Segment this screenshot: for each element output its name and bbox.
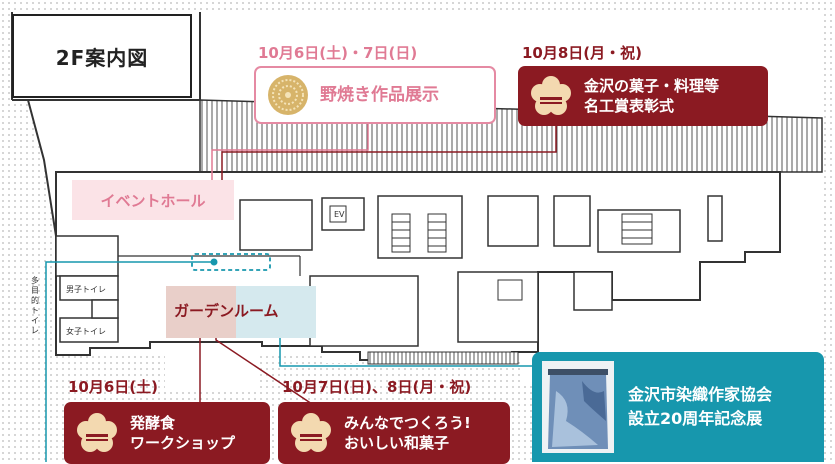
event-date-meikou: 10月8日(月・祝) [522,44,643,62]
garden-room-teal-area[interactable] [236,286,316,338]
mens-toilet-label: 男子トイレ [66,285,106,294]
event-hall-room[interactable]: イベントホール [72,180,234,220]
page-title-text: 2F案内図 [55,45,149,70]
event-title-hakkou: 発酵食 ワークショップ [130,413,235,453]
plum-blossom-icon [530,75,572,117]
leader-meikou [221,126,557,184]
garden-room-label: ガーデンルーム [174,302,279,320]
multi-toilet-label: 多目的トイレ [31,276,39,335]
event-card-hakkou[interactable]: 発酵食 ワークショップ [64,402,270,464]
event-title-nobyaki: 野焼き作品展示 [320,85,439,105]
event-title-senshoku-line2: 設立20周年記念展 [628,409,763,428]
event-title-meikou-line1: 金沢の菓子・料理等 [584,77,720,95]
event-date-nobyaki: 10月6日(土)・7日(日) [258,44,418,62]
event-card-meikou[interactable]: 金沢の菓子・料理等 名工賞表彰式 [518,66,768,126]
event-title-hakkou-line1: 発酵食 [130,414,176,432]
womens-toilet-label: 女子トイレ [66,327,106,336]
event-title-meikou: 金沢の菓子・料理等 名工賞表彰式 [584,76,719,116]
event-title-wagashi-line1: みんなでつくろう! [344,414,471,432]
plum-blossom-icon [76,412,118,454]
event-title-senshoku: 金沢市染織作家協会 設立20周年記念展 [628,383,772,431]
event-title-wagashi-line2: おいしい和菓子 [344,434,450,452]
event-card-senshoku[interactable]: 金沢市染織作家協会 設立20周年記念展 [532,352,824,462]
event-hall-label: イベントホール [100,191,206,210]
ev-label: EV [334,210,345,219]
kimono-photo [542,361,614,453]
chrysanthemum-icon [266,73,310,117]
leader-senshoku [279,328,560,367]
event-date-wagashi: 10月7日(日)、8日(月・祝) [282,378,472,396]
leader-teal-dashed [45,261,214,462]
page-title: 2F案内図 [12,14,192,98]
event-title-hakkou-line2: ワークショップ [130,434,236,452]
event-title-meikou-line2: 名工賞表彰式 [584,97,675,115]
event-date-hakkou: 10月6日(土) [68,378,159,396]
leader-nobyaki [211,120,369,184]
garden-room[interactable] [166,286,236,338]
event-card-wagashi[interactable]: みんなでつくろう! おいしい和菓子 [278,402,510,464]
event-card-nobyaki[interactable]: 野焼き作品展示 [254,66,496,124]
event-title-wagashi: みんなでつくろう! おいしい和菓子 [344,413,471,453]
event-title-senshoku-line1: 金沢市染織作家協会 [628,385,773,404]
plum-blossom-icon [290,412,332,454]
